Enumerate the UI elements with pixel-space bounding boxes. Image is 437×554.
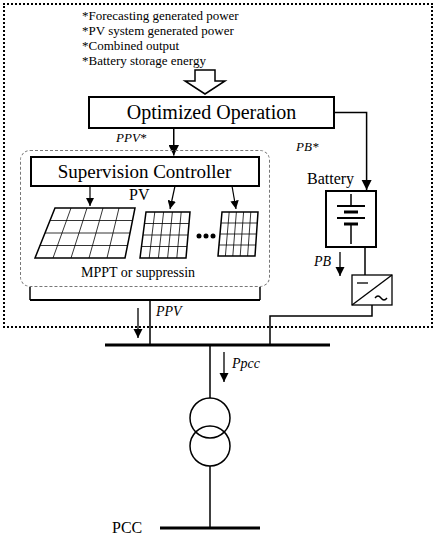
panel-grid	[221, 223, 257, 224]
panel-grid	[220, 234, 257, 235]
edge-label: PPV*	[116, 131, 146, 146]
node-text: *Combined output	[82, 39, 179, 54]
inverter-symbol	[352, 275, 392, 305]
pv-group: PV MPPT or suppressin Supervision Controll…	[20, 150, 270, 287]
battery-symbol	[337, 194, 365, 244]
edge-label: PB*	[296, 140, 318, 155]
panel-grid	[143, 235, 188, 236]
node-text: *Battery storage energy	[82, 54, 206, 69]
pcc-bar	[160, 527, 260, 530]
battery-wire	[364, 248, 366, 275]
node-text: *PV system generated power	[82, 24, 234, 39]
connector	[173, 129, 175, 156]
power-arrow	[137, 308, 138, 338]
power-label: PB	[314, 254, 331, 270]
pv-panel	[35, 208, 135, 258]
input-arrow	[185, 70, 225, 94]
controller-box: Supervision Controller	[30, 156, 260, 188]
system-boundary: *Forecasting generated power*PV system g…	[3, 3, 433, 328]
panel-grid	[45, 233, 130, 234]
bus-bar	[105, 344, 330, 347]
power-label: Ppcc	[232, 356, 260, 372]
box-label: Supervision Controller	[58, 161, 232, 183]
pv-panel	[140, 212, 190, 258]
pv-panel	[218, 212, 258, 256]
inverter-wire	[270, 305, 372, 345]
panel-grid	[50, 220, 133, 221]
battery-box: Battery	[325, 190, 377, 248]
pv-wires	[30, 287, 260, 345]
ellipsis-dots	[197, 234, 216, 239]
process-box: Optimized Operation	[88, 96, 335, 129]
node-text: Battery	[307, 170, 354, 188]
node-text: MPPT or suppressin	[81, 265, 195, 281]
node-text: *Forecasting generated power	[82, 9, 239, 24]
power-arrow	[223, 352, 224, 382]
control-arrows	[90, 186, 236, 209]
panel-grid	[145, 223, 190, 224]
transformer-symbol	[190, 345, 230, 528]
panel-grid	[219, 245, 256, 246]
panel-grid	[142, 246, 188, 247]
power-arrow	[339, 252, 340, 276]
pcc-label: PCC	[112, 519, 142, 537]
power-label: PPV	[156, 304, 182, 320]
box-label: Optimized Operation	[127, 101, 296, 124]
node-text: PV	[129, 186, 149, 204]
panel-grid	[40, 245, 128, 246]
pv-panels	[35, 208, 258, 258]
